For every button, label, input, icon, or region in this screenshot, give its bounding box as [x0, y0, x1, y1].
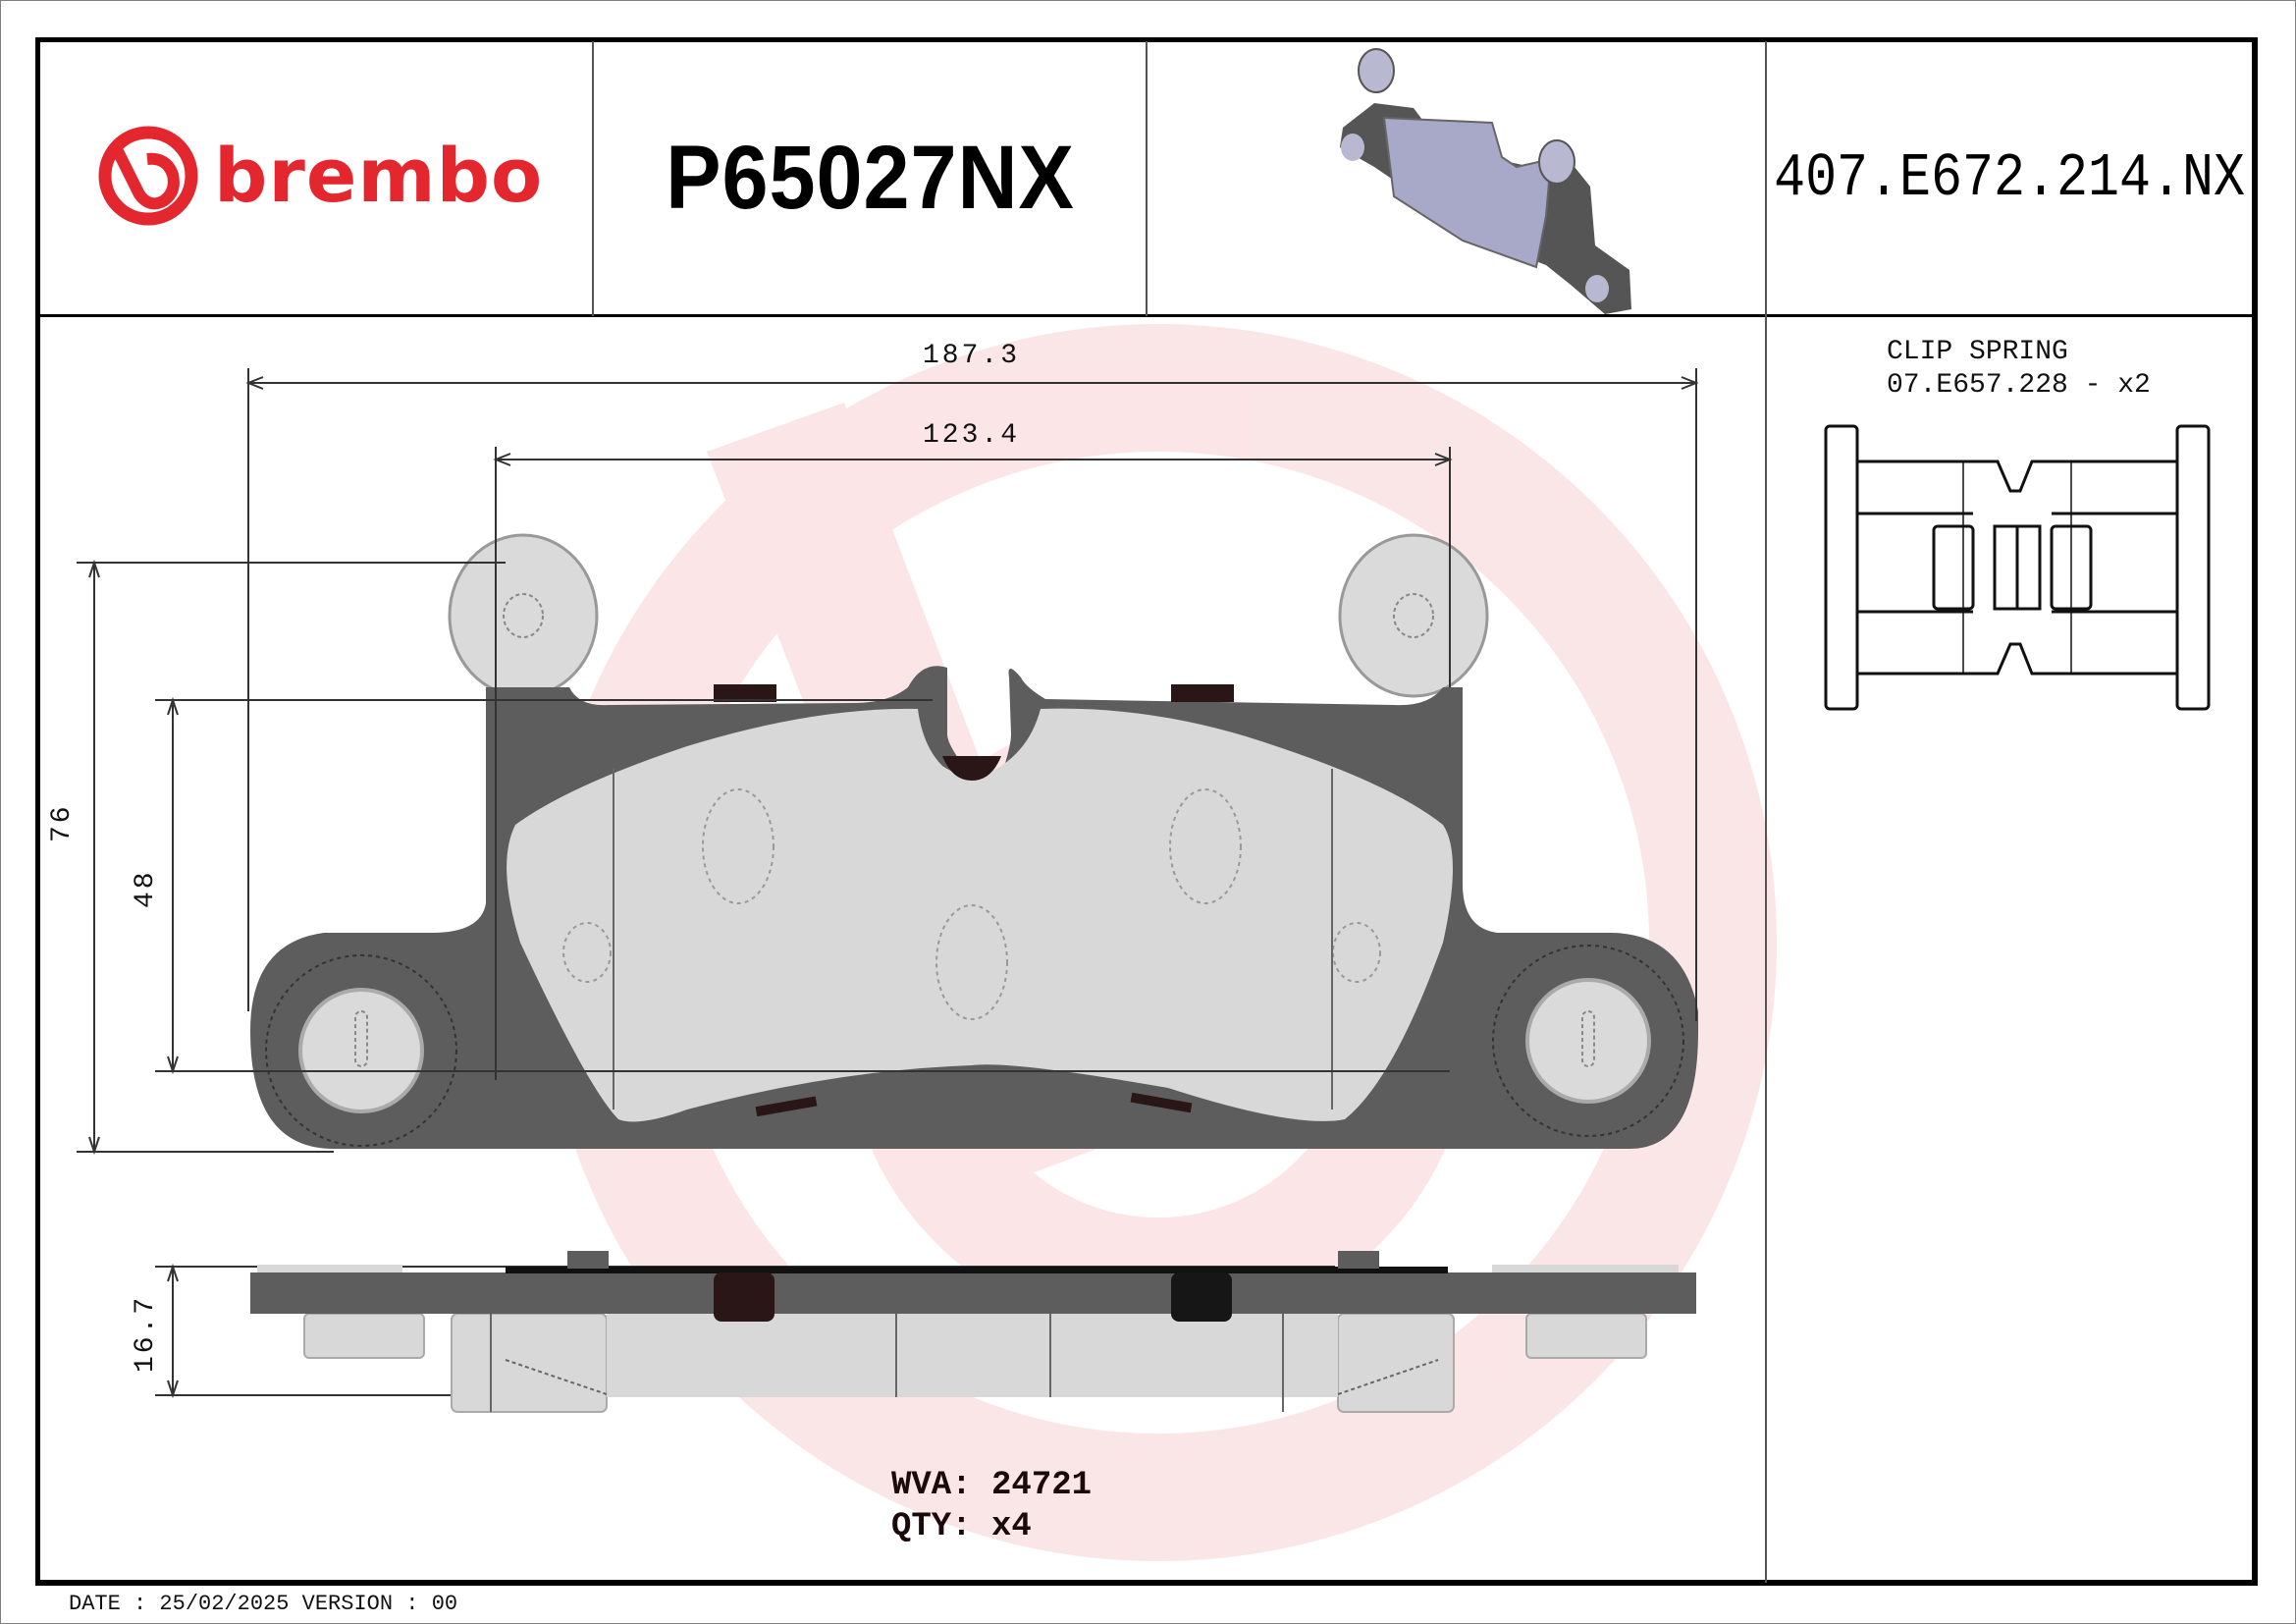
dim-friction-height: 48 — [131, 869, 161, 908]
dim-overall-width: 187.3 — [923, 341, 1021, 371]
clip-spring-drawing — [1824, 424, 2211, 711]
part-number: P65027NX — [665, 127, 1075, 228]
brand-name: brembo — [214, 132, 543, 219]
part-number-cell: P65027NX — [594, 41, 1146, 314]
column-divider — [592, 41, 594, 316]
brembo-logo-icon: brembo — [98, 126, 543, 226]
date-value: 25/02/2025 — [159, 1592, 290, 1616]
clip-spring-title: CLIP SPRING — [1887, 337, 2068, 367]
date-label: DATE : — [69, 1592, 147, 1616]
wva-value: 24721 — [991, 1467, 1093, 1504]
dim-thickness: 16.7 — [131, 1294, 161, 1373]
version-value: 00 — [431, 1592, 458, 1616]
qty-label: QTY: — [891, 1508, 972, 1545]
clip-spring-info: CLIP SPRING 07.E657.228 - x2 — [1887, 336, 2151, 403]
brake-pad-3d-thumbnail — [1340, 48, 1631, 314]
column-divider — [1765, 41, 1767, 1583]
reference-code: 407.E672.214.NX — [1774, 142, 2246, 213]
dim-overall-height: 76 — [47, 803, 78, 842]
qty-value: x4 — [991, 1508, 1032, 1545]
clip-spring-code: 07.E657.228 - x2 — [1887, 370, 2151, 401]
wva-label: WVA: — [891, 1467, 972, 1504]
brake-pad-front-view — [250, 533, 1698, 1149]
dim-friction-width: 123.4 — [923, 420, 1021, 451]
footer: DATE : 25/02/2025 VERSION : 00 — [69, 1592, 457, 1616]
version-label: VERSION : — [301, 1592, 419, 1616]
column-divider — [1146, 41, 1148, 316]
reference-code-cell: 407.E672.214.NX — [1767, 41, 2253, 314]
product-info: WVA: 24721 QTY: x4 — [891, 1465, 1092, 1547]
brake-pad-side-view — [250, 1251, 1696, 1413]
drawing-frame — [35, 37, 2258, 1586]
